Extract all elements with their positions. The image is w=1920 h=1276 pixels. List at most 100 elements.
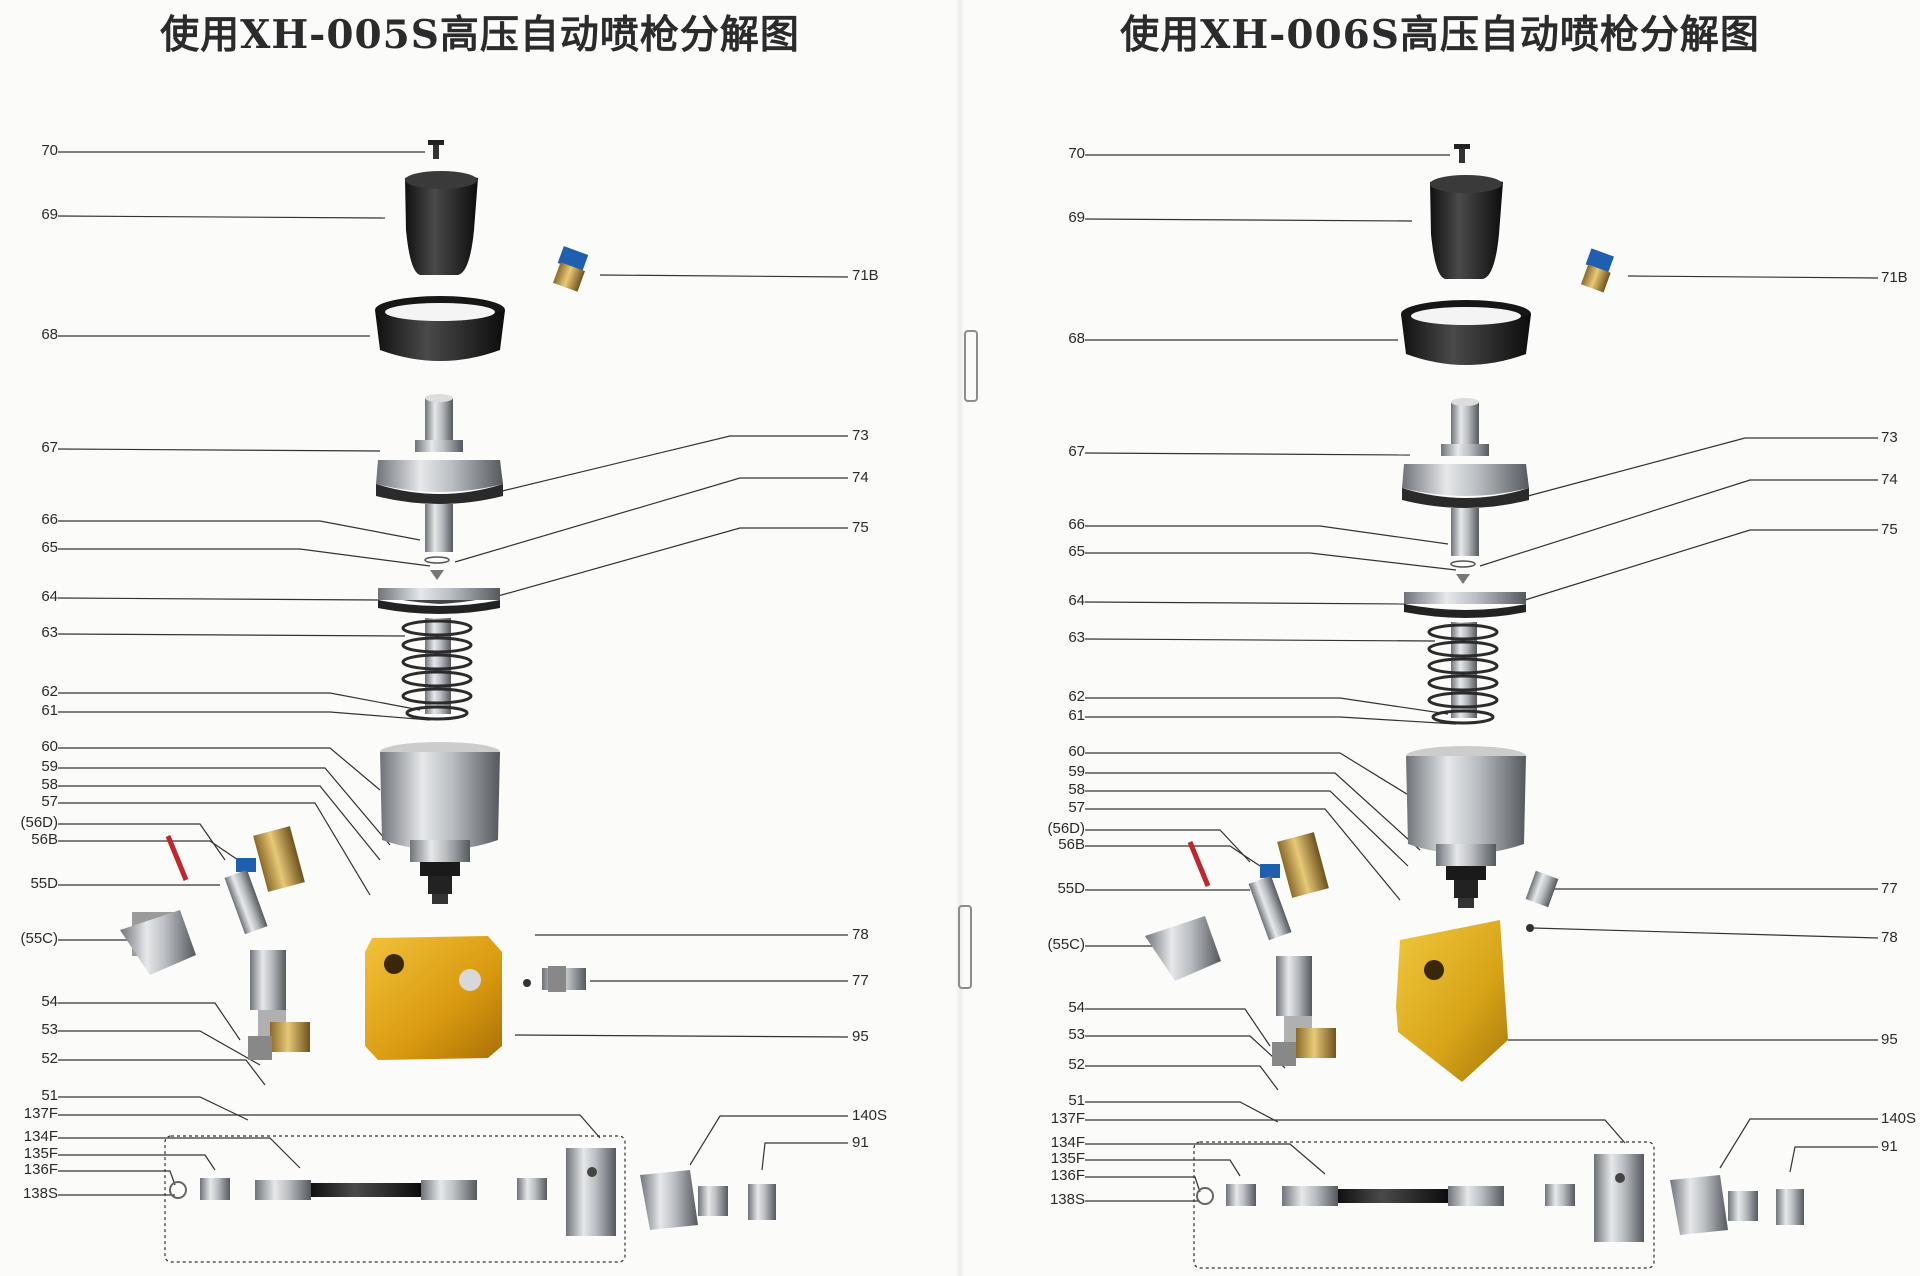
callout-70: 70	[41, 142, 58, 159]
callout-64: 64	[41, 588, 58, 605]
part-70-screw	[428, 140, 444, 159]
part-64-diaphragm	[1404, 592, 1526, 618]
right-leader-lines-right	[1479, 275, 1879, 1173]
callout-77: 77	[1881, 880, 1898, 897]
part-77-nipple	[523, 966, 586, 992]
part-65-oring	[424, 556, 450, 580]
part-67-piston	[1402, 398, 1529, 556]
callout-67: 67	[1068, 443, 1085, 460]
part-60-body	[380, 742, 500, 904]
callout-59: 59	[1068, 763, 1085, 780]
callout-67: 67	[41, 439, 58, 456]
callout-137F: 137F	[1050, 1110, 1085, 1127]
part-63-spring	[401, 618, 473, 721]
callout-54: 54	[1068, 999, 1085, 1016]
staple-bottom	[958, 905, 972, 989]
right-exploded-diagram	[1084, 144, 1879, 1269]
part-67-piston	[376, 394, 503, 552]
right-leader-lines	[1084, 154, 1626, 1202]
right-hose-kit-frame	[1193, 1141, 1655, 1269]
callout-64: 64	[1068, 592, 1085, 609]
callout-57: 57	[1068, 799, 1085, 816]
callout-58: 58	[1068, 781, 1085, 798]
callout-55C: (55C)	[20, 930, 58, 947]
callout-135F: 135F	[23, 1145, 58, 1162]
right-page: 使用XH-006S高压自动喷枪分解图	[960, 0, 1920, 1276]
part-91-tip	[1776, 1189, 1804, 1225]
left-leader-lines-right	[454, 274, 849, 1171]
callout-56B: 56B	[31, 831, 58, 848]
left-page-title: 使用XH-005S高压自动喷枪分解图	[160, 12, 800, 58]
callout-60: 60	[41, 738, 58, 755]
callout-65: 65	[1068, 543, 1085, 560]
callout-51: 51	[1068, 1092, 1085, 1109]
callout-71B: 71B	[1881, 269, 1908, 286]
callout-55C: (55C)	[1047, 936, 1085, 953]
callout-69: 69	[1068, 209, 1085, 226]
callout-65: 65	[41, 539, 58, 556]
part-55D-ball-valve	[1145, 832, 1336, 1066]
callout-56D: (56D)	[20, 814, 58, 831]
callout-140S: 140S	[1881, 1110, 1917, 1127]
callout-74: 74	[852, 469, 869, 486]
callout-91: 91	[852, 1134, 869, 1151]
part-71B-fitting	[553, 246, 589, 292]
part-95-block	[1396, 920, 1508, 1082]
callout-134F: 134F	[1050, 1134, 1085, 1151]
callout-54: 54	[41, 993, 58, 1010]
part-63-spring	[1427, 622, 1499, 725]
callout-138S: 138S	[22, 1185, 58, 1202]
callout-78: 78	[1881, 929, 1898, 946]
callout-61: 61	[41, 702, 58, 719]
callout-73: 73	[1881, 429, 1898, 446]
part-91-tip	[748, 1184, 776, 1220]
callout-68: 68	[41, 326, 58, 343]
callout-58: 58	[41, 776, 58, 793]
part-95-block	[365, 936, 502, 1060]
staple-top	[964, 330, 978, 402]
callout-71B: 71B	[852, 267, 879, 284]
callout-66: 66	[1068, 516, 1085, 533]
callout-68: 68	[1068, 330, 1085, 347]
part-140S-nozzle	[1670, 1175, 1758, 1235]
callout-53: 53	[41, 1021, 58, 1038]
callout-69: 69	[41, 206, 58, 223]
callout-75: 75	[852, 519, 869, 536]
callout-60: 60	[1068, 743, 1085, 760]
callout-62: 62	[41, 683, 58, 700]
callout-78: 78	[852, 926, 869, 943]
callout-57: 57	[41, 793, 58, 810]
callout-75: 75	[1881, 521, 1898, 538]
part-68-ring	[1401, 300, 1531, 365]
callout-91: 91	[1881, 1138, 1898, 1155]
right-page-title: 使用XH-006S高压自动喷枪分解图	[1120, 12, 1760, 58]
callout-95: 95	[1881, 1031, 1898, 1048]
callout-61: 61	[1068, 707, 1085, 724]
callout-135F: 135F	[1050, 1150, 1085, 1167]
callout-73: 73	[852, 427, 869, 444]
part-70-screw	[1454, 144, 1470, 163]
part-64-diaphragm	[378, 588, 500, 614]
callout-136F: 136F	[23, 1161, 58, 1178]
callout-53: 53	[1068, 1026, 1085, 1043]
left-exploded-diagram	[57, 140, 849, 1263]
callout-52: 52	[41, 1050, 58, 1067]
callout-74: 74	[1881, 471, 1898, 488]
callout-63: 63	[41, 624, 58, 641]
callout-70: 70	[1068, 145, 1085, 162]
callout-66: 66	[41, 511, 58, 528]
part-134F-hose	[169, 1148, 616, 1236]
callout-140S: 140S	[852, 1107, 888, 1124]
callout-136F: 136F	[1050, 1167, 1085, 1184]
callout-56B: 56B	[1058, 836, 1085, 853]
callout-59: 59	[41, 758, 58, 775]
part-71B-fitting	[1580, 248, 1615, 293]
callout-51: 51	[41, 1087, 58, 1104]
part-77-fitting	[1525, 870, 1559, 932]
callout-95: 95	[852, 1028, 869, 1045]
left-hose-kit-frame	[164, 1135, 626, 1263]
callout-56D: (56D)	[1047, 820, 1085, 837]
callout-77: 77	[852, 972, 869, 989]
left-page: 使用XH-005S高压自动喷枪分解图	[20, 12, 888, 1263]
part-60-body	[1406, 746, 1526, 908]
